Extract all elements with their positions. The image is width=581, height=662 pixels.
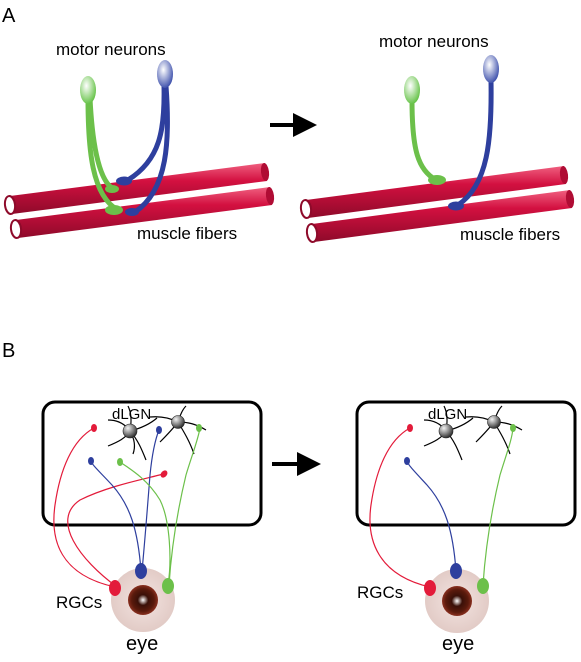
- panel-b-after-green-axon: [482, 424, 516, 586]
- red-rgc: [109, 580, 121, 596]
- panel-b-before-dlgn-box: [41, 400, 263, 527]
- panel-b-before-red-axons: [53, 424, 168, 588]
- panel-b-before-dlgn-neuron-left: [107, 405, 158, 461]
- red-rgc: [424, 580, 436, 596]
- panel-b-after-dlgn-neuron-left: [423, 405, 474, 461]
- green-soma: [80, 76, 96, 104]
- panel-a-after-green-neuron: [404, 76, 446, 185]
- blue-soma: [483, 55, 499, 83]
- panel-b-after-red-axon: [369, 424, 431, 588]
- panel-b-before-dlgn-neuron-right: [149, 405, 207, 455]
- panel-a-after-blue-neuron: [448, 55, 499, 211]
- panel-a-after-fibers-label: muscle fibers: [460, 225, 560, 244]
- panel-a-after-muscle-fibers: [299, 166, 575, 243]
- panel-b-after-blue-axon: [404, 457, 457, 572]
- blue-soma: [157, 60, 173, 88]
- panel-a-before-neurons-label: motor neurons: [56, 40, 166, 59]
- green-rgc: [477, 578, 489, 594]
- panel-b-after-eye-label: eye: [442, 633, 474, 655]
- panel-b-before-dlgn-label: dLGN: [112, 406, 151, 423]
- panel-b-before-blue-axons: [88, 426, 162, 572]
- panel-a-letter: A: [2, 5, 16, 27]
- panel-b-after-eye: [424, 563, 489, 633]
- panel-b-after-dlgn-box: [355, 400, 577, 527]
- panel-b-after-rgcs-label: RGCs: [357, 583, 403, 602]
- panel-a-before-muscle-fibers: [3, 163, 275, 239]
- panel-a-before-blue-neuron: [116, 60, 173, 216]
- blue-rgc: [450, 563, 462, 579]
- panel-a-before-fibers-label: muscle fibers: [137, 224, 237, 243]
- green-rgc: [162, 578, 174, 594]
- panel-a-before-green-neuron: [80, 76, 123, 215]
- panel-a-after-neurons-label: motor neurons: [379, 32, 489, 51]
- blue-rgc: [135, 563, 147, 579]
- green-soma: [404, 76, 420, 104]
- panel-b-after-dlgn-neuron-right: [465, 405, 523, 455]
- panel-b-before-rgcs-label: RGCs: [56, 593, 102, 612]
- panel-b-before-green-axons: [117, 424, 202, 586]
- panel-b-after-dlgn-label: dLGN: [428, 406, 467, 423]
- panel-b-before-eye: [109, 563, 175, 632]
- eye-pupil: [128, 585, 158, 615]
- panel-b-before-eye-label: eye: [126, 633, 158, 655]
- eye-pupil: [442, 586, 472, 616]
- panel-b-letter: B: [2, 340, 15, 362]
